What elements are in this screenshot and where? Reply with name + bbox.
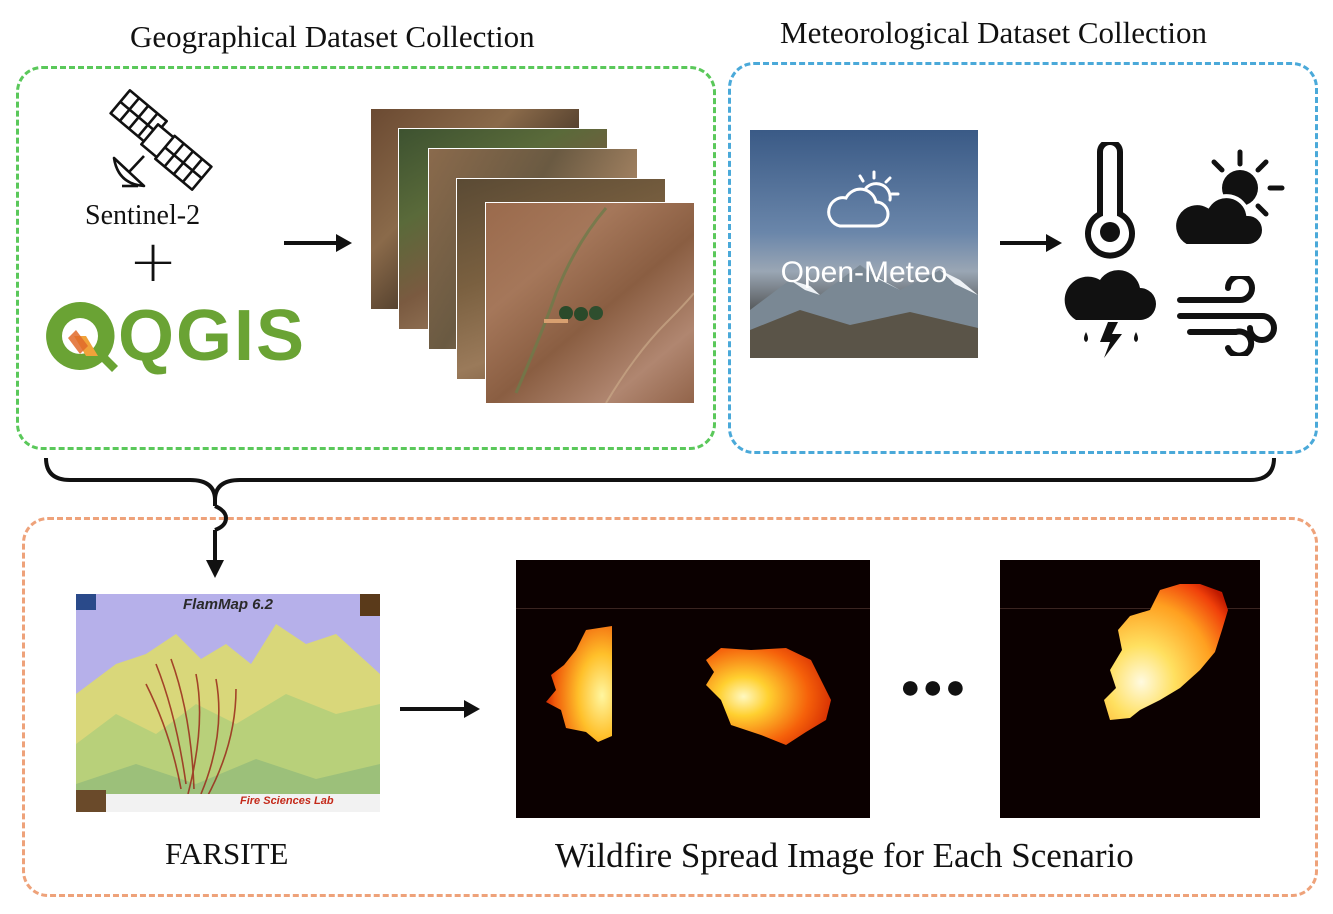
- geo-section-box: [16, 66, 716, 450]
- farsite-label: FARSITE: [165, 836, 289, 871]
- flammap-title: FlamMap 6.2: [182, 596, 274, 613]
- fire-perimeters: [546, 626, 831, 745]
- flammap-terrain: [76, 594, 380, 812]
- output-label: Wildfire Spread Image for Each Scenario: [555, 836, 1134, 875]
- wind-icon: [1177, 276, 1277, 356]
- open-meteo-logo: Open-Meteo: [750, 130, 978, 358]
- thermometer-icon: [1085, 142, 1135, 259]
- geo-section-title: Geographical Dataset Collection: [130, 19, 535, 54]
- qgis-q-mark-icon: [46, 301, 119, 372]
- arrow-farsite-to-outputs: [400, 700, 480, 718]
- mountain-background: [750, 265, 978, 358]
- sentinel-2-label: Sentinel-2: [85, 200, 201, 231]
- satellite-tile-detail: [514, 207, 694, 403]
- fire-perimeter-large: [1104, 584, 1228, 720]
- cloud-sun-icon: [827, 170, 900, 228]
- thunderstorm-rain-icon: [1064, 270, 1156, 358]
- met-section-box: [728, 62, 1318, 454]
- flammap-footer-text: Fire Sciences Lab: [240, 795, 334, 807]
- wildfire-spread-image-1: [516, 560, 870, 818]
- fire-image-divider: [516, 608, 870, 609]
- wildfire-spread-image-2: [1000, 560, 1260, 818]
- qgis-logo-text: QGIS: [118, 296, 307, 376]
- satellite-icon: [109, 89, 213, 191]
- simulation-section-box: [22, 517, 1318, 897]
- ellipsis-more-images: ●●●: [900, 668, 968, 706]
- partly-sunny-icon: [1172, 149, 1285, 248]
- qgis-logo: QGIS: [40, 296, 304, 376]
- met-section-title: Meteorological Dataset Collection: [780, 15, 1207, 50]
- plus-sign: +: [128, 227, 178, 295]
- arrow-meteo-to-variables: [1000, 234, 1062, 252]
- open-meteo-label: Open-Meteo: [780, 256, 948, 289]
- fire-image-divider: [1000, 608, 1260, 609]
- arrow-geo-to-tiles: [284, 234, 352, 252]
- satellite-tile-5: [485, 202, 695, 404]
- flammap-screenshot: FlamMap 6.2 Fire Sciences Lab: [76, 594, 380, 812]
- merge-bracket-connector: [44, 457, 1276, 578]
